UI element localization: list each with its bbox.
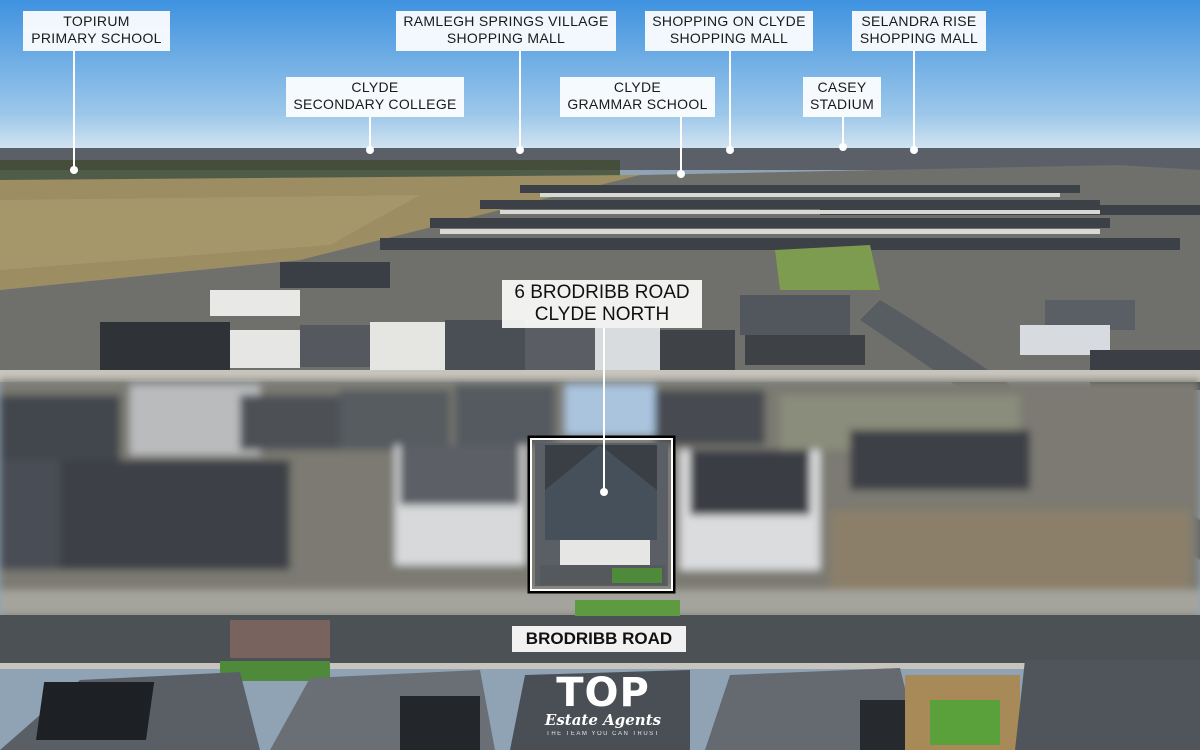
pin-line-clyde-secondary (369, 116, 371, 150)
road-name-label: BRODRIBB ROAD (512, 626, 686, 652)
pin-dot-ramlegh (516, 146, 524, 154)
pin-dot-casey (839, 143, 847, 151)
brand-logo-sub: Estate Agents (544, 711, 662, 729)
pin-dot-shopping-clyde (726, 146, 734, 154)
brand-logo-name: TOP (556, 670, 650, 716)
pin-line-shopping-clyde (729, 50, 731, 150)
pin-line-clyde-grammar (680, 116, 682, 172)
property-address-line2: CLYDE NORTH (534, 304, 670, 325)
pin-line-property (603, 328, 605, 492)
pin-dot-clyde-grammar (677, 170, 685, 178)
pin-dot-selandra (910, 146, 918, 154)
pin-line-selandra (913, 50, 915, 150)
property-address-label: 6 BRODRIBB ROAD CLYDE NORTH (502, 280, 702, 328)
pin-line-ramlegh (519, 50, 521, 150)
pin-dot-topirum (70, 166, 78, 174)
property-address-line1: 6 BRODRIBB ROAD (514, 282, 690, 303)
brand-logo-tagline: THE TEAM YOU CAN TRUST (546, 731, 660, 737)
brand-logo: TOP Estate Agents THE TEAM YOU CAN TRUST (528, 672, 678, 750)
pin-dot-clyde-secondary (366, 146, 374, 154)
pin-line-topirum (73, 50, 75, 170)
pin-line-casey (842, 116, 844, 148)
